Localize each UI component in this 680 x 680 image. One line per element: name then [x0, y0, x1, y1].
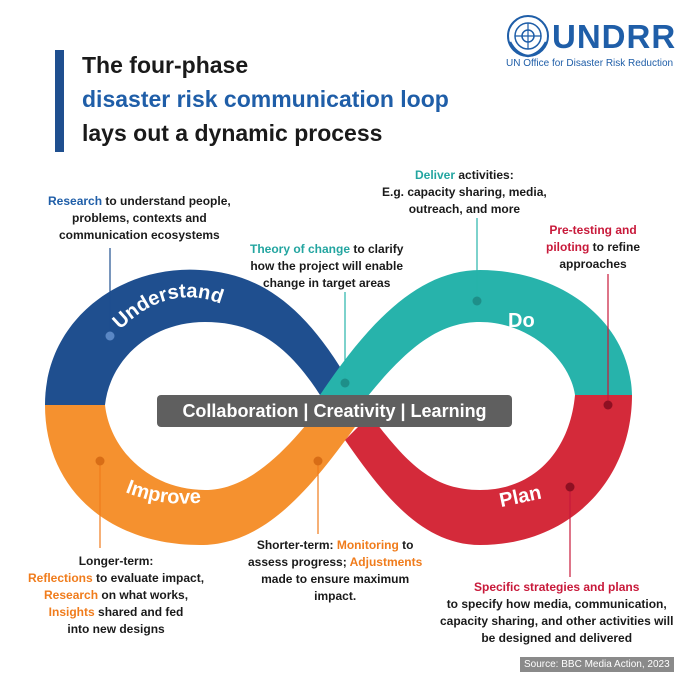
note-pretest-highlight: Pre-testing and [549, 223, 637, 237]
note-shorter-term: Shorter-term: Monitoring to assess progr… [248, 537, 422, 605]
segment-understand [45, 269, 345, 405]
note-deliver: Deliver activities: E.g. capacity sharin… [382, 167, 547, 218]
note-longer-reflections: Reflections [28, 571, 93, 585]
note-shorter-line2: assess progress; [248, 555, 350, 569]
note-longer-term: Longer-term: Reflections to evaluate imp… [28, 553, 204, 638]
note-deliver-highlight: Deliver [415, 168, 456, 182]
note-theory-line2: how the project will enable [250, 259, 404, 273]
segment-improve [45, 395, 360, 545]
title-line-2: disaster risk communication loop [82, 86, 449, 112]
note-shorter-line3: made to ensure maximum [261, 572, 410, 586]
segment-plan [345, 395, 632, 545]
note-research-highlight: Research [48, 194, 103, 208]
marker-research [105, 331, 115, 341]
note-longer-line1: Longer-term: [78, 554, 154, 568]
note-theory-line3: change in target areas [262, 276, 391, 290]
note-deliver-line3: outreach, and more [408, 202, 521, 216]
marker-shorter [313, 456, 323, 466]
note-research-line1: to understand people, [102, 194, 231, 208]
note-shorter-to: to [398, 538, 414, 552]
note-specific-strategies: Specific strategies and plans to specify… [440, 579, 673, 647]
note-theory-of-change: Theory of change to clarify how the proj… [250, 241, 403, 292]
title-line-3: lays out a dynamic process [82, 120, 383, 146]
note-specific-line3: capacity sharing, and other activities w… [440, 614, 674, 628]
logo-subtitle: UN Office for Disaster Risk Reduction [506, 58, 674, 69]
marker-theory [340, 378, 350, 388]
note-longer-insights: Insights [48, 605, 95, 619]
note-research-line3: communication ecosystems [58, 228, 220, 242]
marker-deliver [472, 296, 482, 306]
marker-specific [565, 482, 575, 492]
note-pretesting: Pre-testing and piloting to refine appro… [546, 222, 640, 273]
marker-longer [95, 456, 105, 466]
note-longer-line2: to evaluate impact, [92, 571, 205, 585]
note-theory-highlight: Theory of change [250, 242, 351, 256]
note-pretest-line3: approaches [559, 257, 627, 271]
center-values-banner: Collaboration | Creativity | Learning [157, 395, 512, 427]
note-deliver-line2: E.g. capacity sharing, media, [382, 185, 547, 199]
title-accent-bar [55, 50, 64, 152]
source-caption: Source: BBC Media Action, 2023 [520, 657, 674, 672]
logo-wordmark: UNDRR [552, 18, 677, 55]
note-pretest-highlight2: piloting [546, 240, 590, 254]
note-specific-line4: be designed and delivered [481, 631, 633, 645]
note-research-line2: problems, contexts and [72, 211, 207, 225]
note-specific-line2: to specify how media, communication, [446, 597, 667, 611]
note-theory-line1: to clarify [350, 242, 404, 256]
title-line-1: The four-phase [82, 52, 249, 78]
note-shorter-line1: Shorter-term: [256, 538, 337, 552]
note-research: Research to understand people, problems,… [48, 193, 231, 244]
note-shorter-monitoring: Monitoring [336, 538, 399, 552]
note-shorter-line4: impact. [314, 589, 357, 603]
note-deliver-line1: activities: [455, 168, 514, 182]
note-pretest-line2: to refine [589, 240, 640, 254]
marker-pretest [603, 400, 613, 410]
note-longer-line3: on what works, [98, 588, 189, 602]
un-emblem-icon [507, 15, 549, 58]
note-longer-line5: into new designs [67, 622, 165, 636]
note-shorter-adjustments: Adjustments [349, 555, 423, 569]
phase-label-do: Do [508, 310, 535, 332]
note-specific-highlight: Specific strategies and plans [474, 580, 640, 594]
note-longer-research: Research [44, 588, 99, 602]
note-longer-line4: shared and fed [94, 605, 184, 619]
segment-do [320, 270, 632, 425]
page-title: The four-phase disaster risk communicati… [82, 48, 449, 150]
